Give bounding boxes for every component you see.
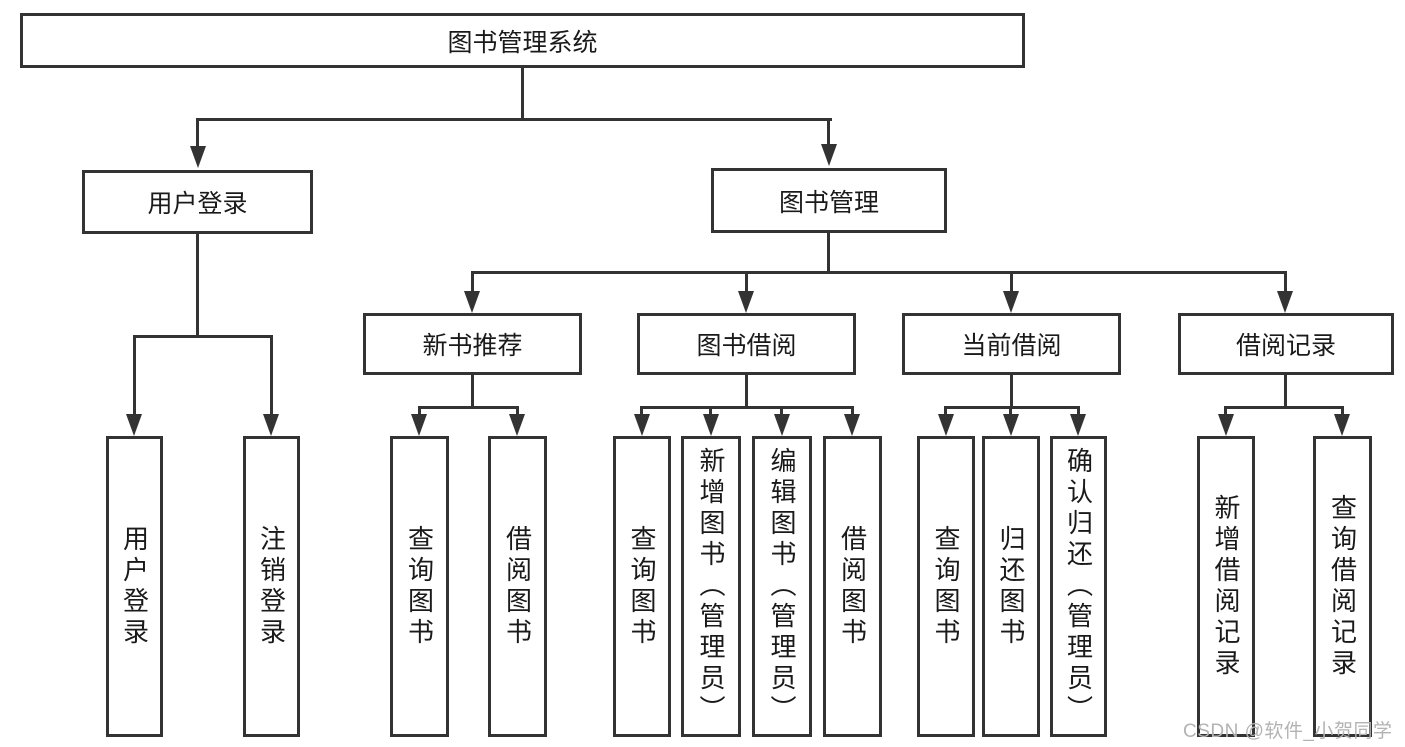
connector-bookmgmt-stem — [827, 233, 830, 274]
connector-userlogin-drop-1 — [133, 335, 136, 418]
arrowhead-icon — [634, 414, 650, 436]
node-new-book-recommend: 新书推荐 — [363, 313, 582, 375]
connector-borrowing-stem — [745, 375, 748, 409]
leaf-logout-label: 注销登录 — [256, 524, 287, 649]
csdn-watermark: CSDN @软件_小贺同学 — [1183, 721, 1393, 742]
leaf-borrowing-add-books-admin-label: 新增图书（管理员） — [696, 447, 726, 726]
node-current-borrowing: 当前借阅 — [902, 313, 1121, 375]
connector-userlogin-drop-2 — [270, 335, 273, 418]
connector-newbooks-bar — [418, 406, 519, 409]
arrowhead-icon — [1277, 291, 1293, 313]
arrowhead-icon — [464, 291, 480, 313]
connector-userlogin-bar — [133, 335, 273, 338]
arrowhead-icon — [126, 414, 142, 436]
leaf-borrowing-borrow-books-label: 借阅图书 — [837, 524, 868, 649]
arrowhead-icon — [844, 414, 860, 436]
node-new-book-recommend-label: 新书推荐 — [422, 332, 523, 360]
arrowhead-icon — [938, 414, 954, 436]
arrowhead-icon — [774, 414, 790, 436]
node-book-management-label: 图书管理 — [778, 188, 879, 217]
leaf-current-query-books-label: 查询图书 — [931, 524, 961, 649]
leaf-newbooks-borrow-books-label: 借阅图书 — [502, 524, 533, 649]
connector-level2-drop-2 — [745, 271, 748, 295]
node-root: 图书管理系统 — [20, 13, 1025, 68]
connector-level2-drop-3 — [1010, 271, 1013, 295]
connector-current-drop-1 — [944, 406, 947, 418]
connector-userlogin-stem — [196, 234, 199, 338]
leaf-borrowing-query-books-label: 查询图书 — [627, 524, 657, 649]
connector-level1-drop-right — [827, 118, 830, 148]
leaf-user-login-label: 用户登录 — [119, 524, 150, 649]
leaf-newbooks-borrow-books: 借阅图书 — [488, 436, 547, 737]
connector-records-drop-2 — [1341, 406, 1344, 418]
node-borrowing-records-label: 借阅记录 — [1235, 332, 1336, 360]
connector-level2-drop-4 — [1284, 271, 1287, 295]
connector-borrowing-drop-1 — [640, 406, 643, 418]
leaf-records-add-record: 新增借阅记录 — [1197, 436, 1255, 737]
connector-level2-drop-1 — [471, 271, 474, 295]
leaf-borrowing-query-books: 查询图书 — [613, 436, 671, 737]
arrowhead-icon — [190, 146, 206, 168]
node-user-login: 用户登录 — [82, 170, 313, 234]
arrowhead-icon — [411, 414, 427, 436]
node-borrowing-records: 借阅记录 — [1178, 313, 1394, 375]
leaf-current-return-books-label: 归还图书 — [996, 524, 1026, 649]
connector-borrowing-bar — [640, 406, 854, 409]
arrowhead-icon — [1003, 414, 1019, 436]
node-book-borrowing-label: 图书借阅 — [696, 332, 797, 360]
leaf-borrowing-edit-books-admin-label: 编辑图书（管理员） — [767, 447, 797, 726]
connector-borrowing-drop-3 — [780, 406, 783, 418]
leaf-newbooks-query-books: 查询图书 — [390, 436, 449, 737]
node-root-label: 图书管理系统 — [447, 28, 598, 57]
connector-borrowing-drop-2 — [709, 406, 712, 418]
leaf-records-add-record-label: 新增借阅记录 — [1211, 493, 1241, 680]
connector-newbooks-drop-1 — [418, 406, 421, 418]
node-user-login-label: 用户登录 — [147, 190, 248, 218]
connector-current-bar — [944, 406, 1080, 409]
node-current-borrowing-label: 当前借阅 — [961, 332, 1062, 360]
leaf-borrowing-edit-books-admin: 编辑图书（管理员） — [752, 436, 812, 737]
leaf-records-query-record-label: 查询借阅记录 — [1327, 493, 1358, 680]
arrowhead-icon — [1334, 414, 1350, 436]
leaf-borrowing-borrow-books: 借阅图书 — [823, 436, 882, 737]
leaf-current-confirm-return-admin-label: 确认归还（管理员） — [1063, 447, 1094, 726]
connector-current-drop-2 — [1009, 406, 1012, 418]
leaf-newbooks-query-books-label: 查询图书 — [404, 524, 435, 649]
leaf-records-query-record: 查询借阅记录 — [1313, 436, 1372, 737]
leaf-current-return-books: 归还图书 — [982, 436, 1040, 737]
connector-current-stem — [1010, 375, 1013, 409]
connector-borrowing-drop-4 — [851, 406, 854, 418]
arrowhead-icon — [263, 414, 279, 436]
connector-newbooks-drop-2 — [516, 406, 519, 418]
connector-level1-bar — [196, 118, 832, 121]
arrowhead-icon — [1218, 414, 1234, 436]
connector-records-drop-1 — [1224, 406, 1227, 418]
connector-level1-drop-left — [196, 118, 199, 150]
connector-records-stem — [1284, 375, 1287, 409]
connector-level2-bar — [471, 271, 1287, 274]
connector-root-stem — [521, 68, 524, 121]
node-book-borrowing: 图书借阅 — [637, 313, 856, 375]
arrowhead-icon — [1070, 414, 1086, 436]
connector-newbooks-stem — [471, 375, 474, 409]
leaf-borrowing-add-books-admin: 新增图书（管理员） — [681, 436, 741, 737]
connector-current-drop-3 — [1077, 406, 1080, 418]
leaf-current-query-books: 查询图书 — [917, 436, 975, 737]
leaf-logout: 注销登录 — [243, 436, 300, 737]
arrowhead-icon — [703, 414, 719, 436]
arrowhead-icon — [509, 414, 525, 436]
arrowhead-icon — [738, 291, 754, 313]
node-book-management: 图书管理 — [711, 168, 947, 233]
arrowhead-icon — [821, 144, 837, 166]
leaf-current-confirm-return-admin: 确认归还（管理员） — [1050, 436, 1107, 737]
arrowhead-icon — [1003, 291, 1019, 313]
leaf-user-login: 用户登录 — [106, 436, 163, 737]
connector-records-bar — [1224, 406, 1344, 409]
